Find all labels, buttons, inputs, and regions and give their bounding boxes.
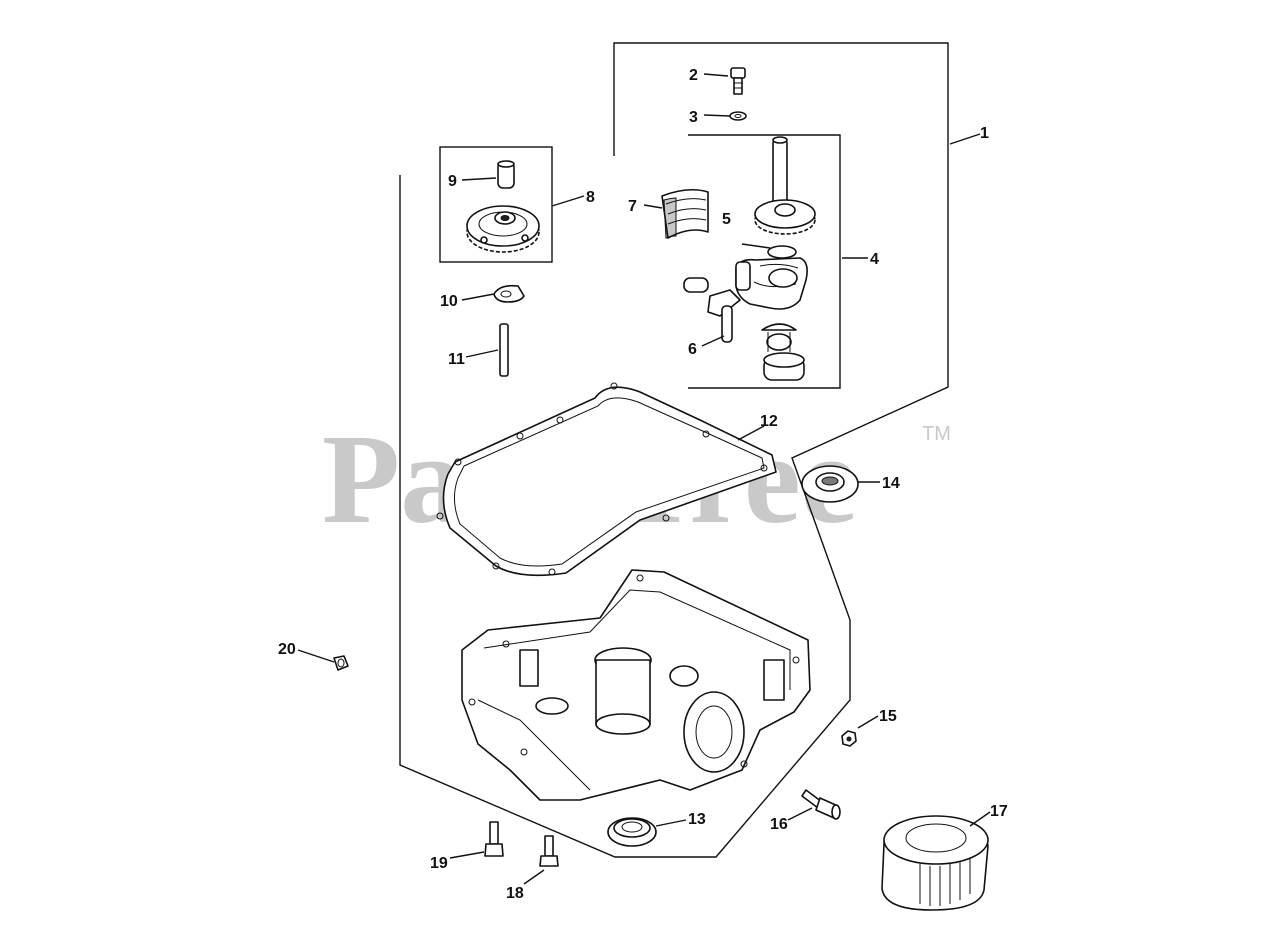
callout-6[interactable]: 6 <box>688 341 697 358</box>
part-15-nut[interactable] <box>841 730 857 747</box>
callout-labels: 1 2 3 4 5 6 7 8 9 10 11 12 13 14 15 16 1… <box>278 67 1008 902</box>
part-5-pump-gear[interactable] <box>754 136 816 259</box>
part-18-bolt[interactable] <box>539 835 559 867</box>
assembly-outline-8 <box>439 146 553 263</box>
callout-13[interactable]: 13 <box>688 811 706 828</box>
part-11-dowel[interactable] <box>499 323 509 377</box>
callout-16[interactable]: 16 <box>770 816 788 833</box>
part-9-pin[interactable] <box>497 160 515 189</box>
part-17-oil-filter[interactable] <box>881 815 989 911</box>
part-6-pickup[interactable] <box>683 277 741 343</box>
callout-20[interactable]: 20 <box>278 641 296 658</box>
callout-11[interactable]: 11 <box>448 351 465 368</box>
part-sump-base[interactable] <box>461 569 811 801</box>
part-19-bolt[interactable] <box>484 821 504 857</box>
part-4-oil-pump[interactable] <box>735 257 808 381</box>
callout-1[interactable]: 1 <box>980 125 989 142</box>
part-13-seal[interactable] <box>607 817 657 847</box>
callout-17[interactable]: 17 <box>990 803 1008 820</box>
callout-3[interactable]: 3 <box>689 109 698 126</box>
part-7-screen[interactable] <box>661 188 709 239</box>
callout-9[interactable]: 9 <box>448 173 457 190</box>
part-8-gear[interactable] <box>466 205 540 253</box>
callout-19[interactable]: 19 <box>430 855 448 872</box>
callout-2[interactable]: 2 <box>689 67 698 84</box>
callout-18[interactable]: 18 <box>506 885 524 902</box>
part-12-gasket[interactable] <box>436 382 777 577</box>
part-16-stud[interactable] <box>801 789 841 820</box>
part-14-seal[interactable] <box>801 465 859 503</box>
callout-7[interactable]: 7 <box>628 198 637 215</box>
callout-5[interactable]: 5 <box>722 211 731 228</box>
assembly-outline-4 <box>688 134 841 389</box>
part-20-plug[interactable] <box>333 655 349 671</box>
callout-10[interactable]: 10 <box>440 293 458 310</box>
assembly-outline-1 <box>399 42 949 858</box>
callout-14[interactable]: 14 <box>882 475 900 492</box>
part-10-tab-washer[interactable] <box>493 284 525 303</box>
watermark-trademark: TM <box>922 423 951 445</box>
callout-4[interactable]: 4 <box>870 251 879 268</box>
part-3-washer[interactable] <box>729 111 747 121</box>
leader-lines <box>297 73 991 885</box>
callout-15[interactable]: 15 <box>879 708 897 725</box>
part-2-bolt[interactable] <box>730 67 746 95</box>
callout-8[interactable]: 8 <box>586 189 595 206</box>
callout-12[interactable]: 12 <box>760 413 778 430</box>
